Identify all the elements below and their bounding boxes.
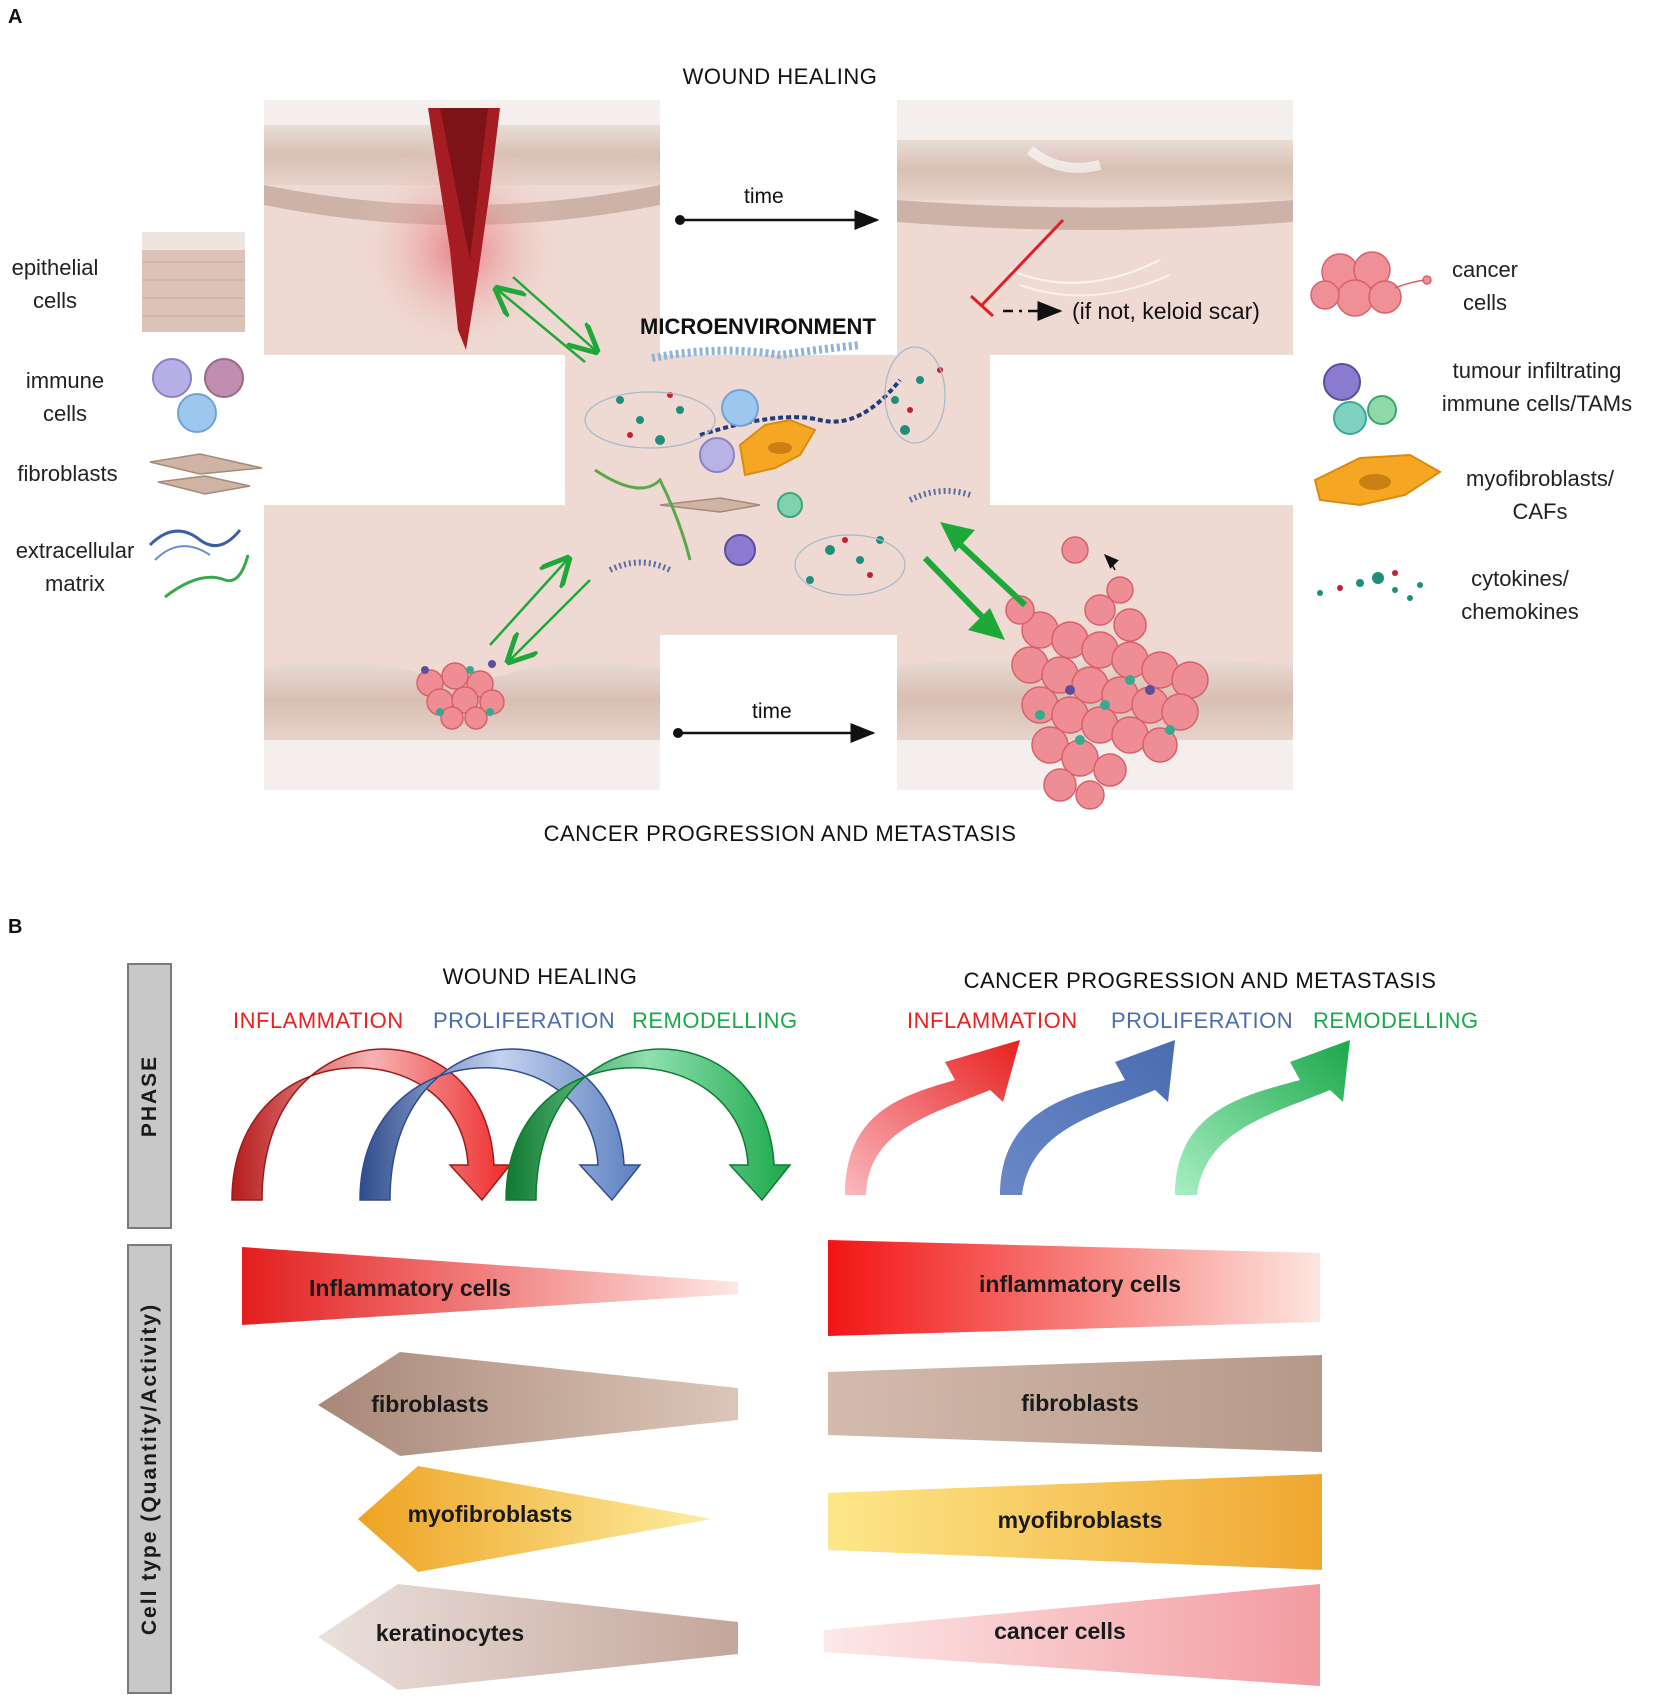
wound-label-fibroblasts: fibroblasts: [371, 1391, 489, 1417]
cancer-cell-icon: [1310, 251, 1432, 317]
wound-phase-inflammation: INFLAMMATION: [233, 1008, 404, 1033]
legend-tams: tumour infiltrating immune cells/TAMs: [1441, 358, 1633, 416]
skin-advanced-tumour: [897, 536, 1293, 810]
skin-healed: [897, 100, 1293, 297]
microenvironment-label: MICROENVIRONMENT: [640, 314, 876, 339]
epithelium-icon: [142, 232, 245, 332]
wound-label-myofibroblasts: myofibroblasts: [407, 1501, 573, 1527]
legend-myofibroblasts: myofibroblasts/ CAFs: [1466, 466, 1614, 524]
cancer-phases-heading: CANCER PROGRESSION AND METASTASIS: [963, 968, 1437, 993]
wound-phase-proliferation: PROLIFERATION: [433, 1008, 616, 1033]
inhibition-arrow: [969, 218, 1065, 318]
cancer-progression-heading: CANCER PROGRESSION AND METASTASIS: [543, 821, 1017, 846]
legend-fibroblasts: fibroblasts: [17, 461, 118, 486]
panel-b-letter: B: [8, 916, 23, 938]
cancer-phase-inflammation: INFLAMMATION: [907, 1008, 1078, 1033]
legend-ecm: extracellular matrix: [15, 538, 135, 596]
tam-icon: [1323, 363, 1397, 435]
cancer-label-cancer-cells: cancer cells: [994, 1618, 1126, 1644]
legend-cytokines: cytokines/ chemokines: [1461, 566, 1579, 624]
ecm-fiber-icon: [148, 529, 250, 599]
cancer-phase-remodelling: REMODELLING: [1313, 1008, 1479, 1033]
wound-healing-heading: WOUND HEALING: [682, 64, 878, 89]
immune-cells-icon: [152, 358, 244, 433]
phase-side-label: PHASE: [127, 963, 172, 1229]
time-label-top: time: [744, 185, 784, 208]
cancer-label-inflammatory: inflammatory cells: [979, 1271, 1181, 1297]
cytokine-icon: [1317, 570, 1423, 601]
green-arrows-top-left: [498, 276, 595, 363]
legend-cancer-cells: cancer cells: [1451, 257, 1519, 315]
time-arrow-bottom: [673, 723, 876, 743]
green-arrows-bottom-right: [922, 522, 1028, 640]
wound-phase-remodelling: REMODELLING: [632, 1008, 798, 1033]
panel-a-letter: A: [8, 6, 23, 28]
legend-immune: immune cells: [25, 368, 105, 426]
skin-early-tumour: [264, 660, 660, 790]
cancer-phase-proliferation: PROLIFERATION: [1111, 1008, 1294, 1033]
microenvironment-elements: [584, 341, 971, 596]
fibroblast-icon: [149, 453, 263, 495]
keloid-note: (if not, keloid scar): [1072, 298, 1260, 324]
wound-label-keratinocytes: keratinocytes: [375, 1620, 525, 1646]
tumour-mass: [1005, 536, 1209, 810]
time-arrow-top: [675, 210, 880, 230]
cancer-label-fibroblasts: fibroblasts: [1021, 1390, 1139, 1416]
time-label-bottom: time: [752, 700, 792, 723]
wound-phases-heading: WOUND HEALING: [442, 964, 638, 989]
myofibroblast-icon: [1313, 453, 1442, 507]
green-arrows-bottom-left: [489, 560, 591, 660]
cancer-label-myofibroblasts: myofibroblasts: [997, 1507, 1163, 1533]
cell-type-side-label: Cell type (Quantity/Activity): [127, 1244, 172, 1694]
legend-epithelial: epithelial cells: [11, 255, 99, 313]
wound-label-inflammatory: Inflammatory cells: [309, 1275, 511, 1301]
